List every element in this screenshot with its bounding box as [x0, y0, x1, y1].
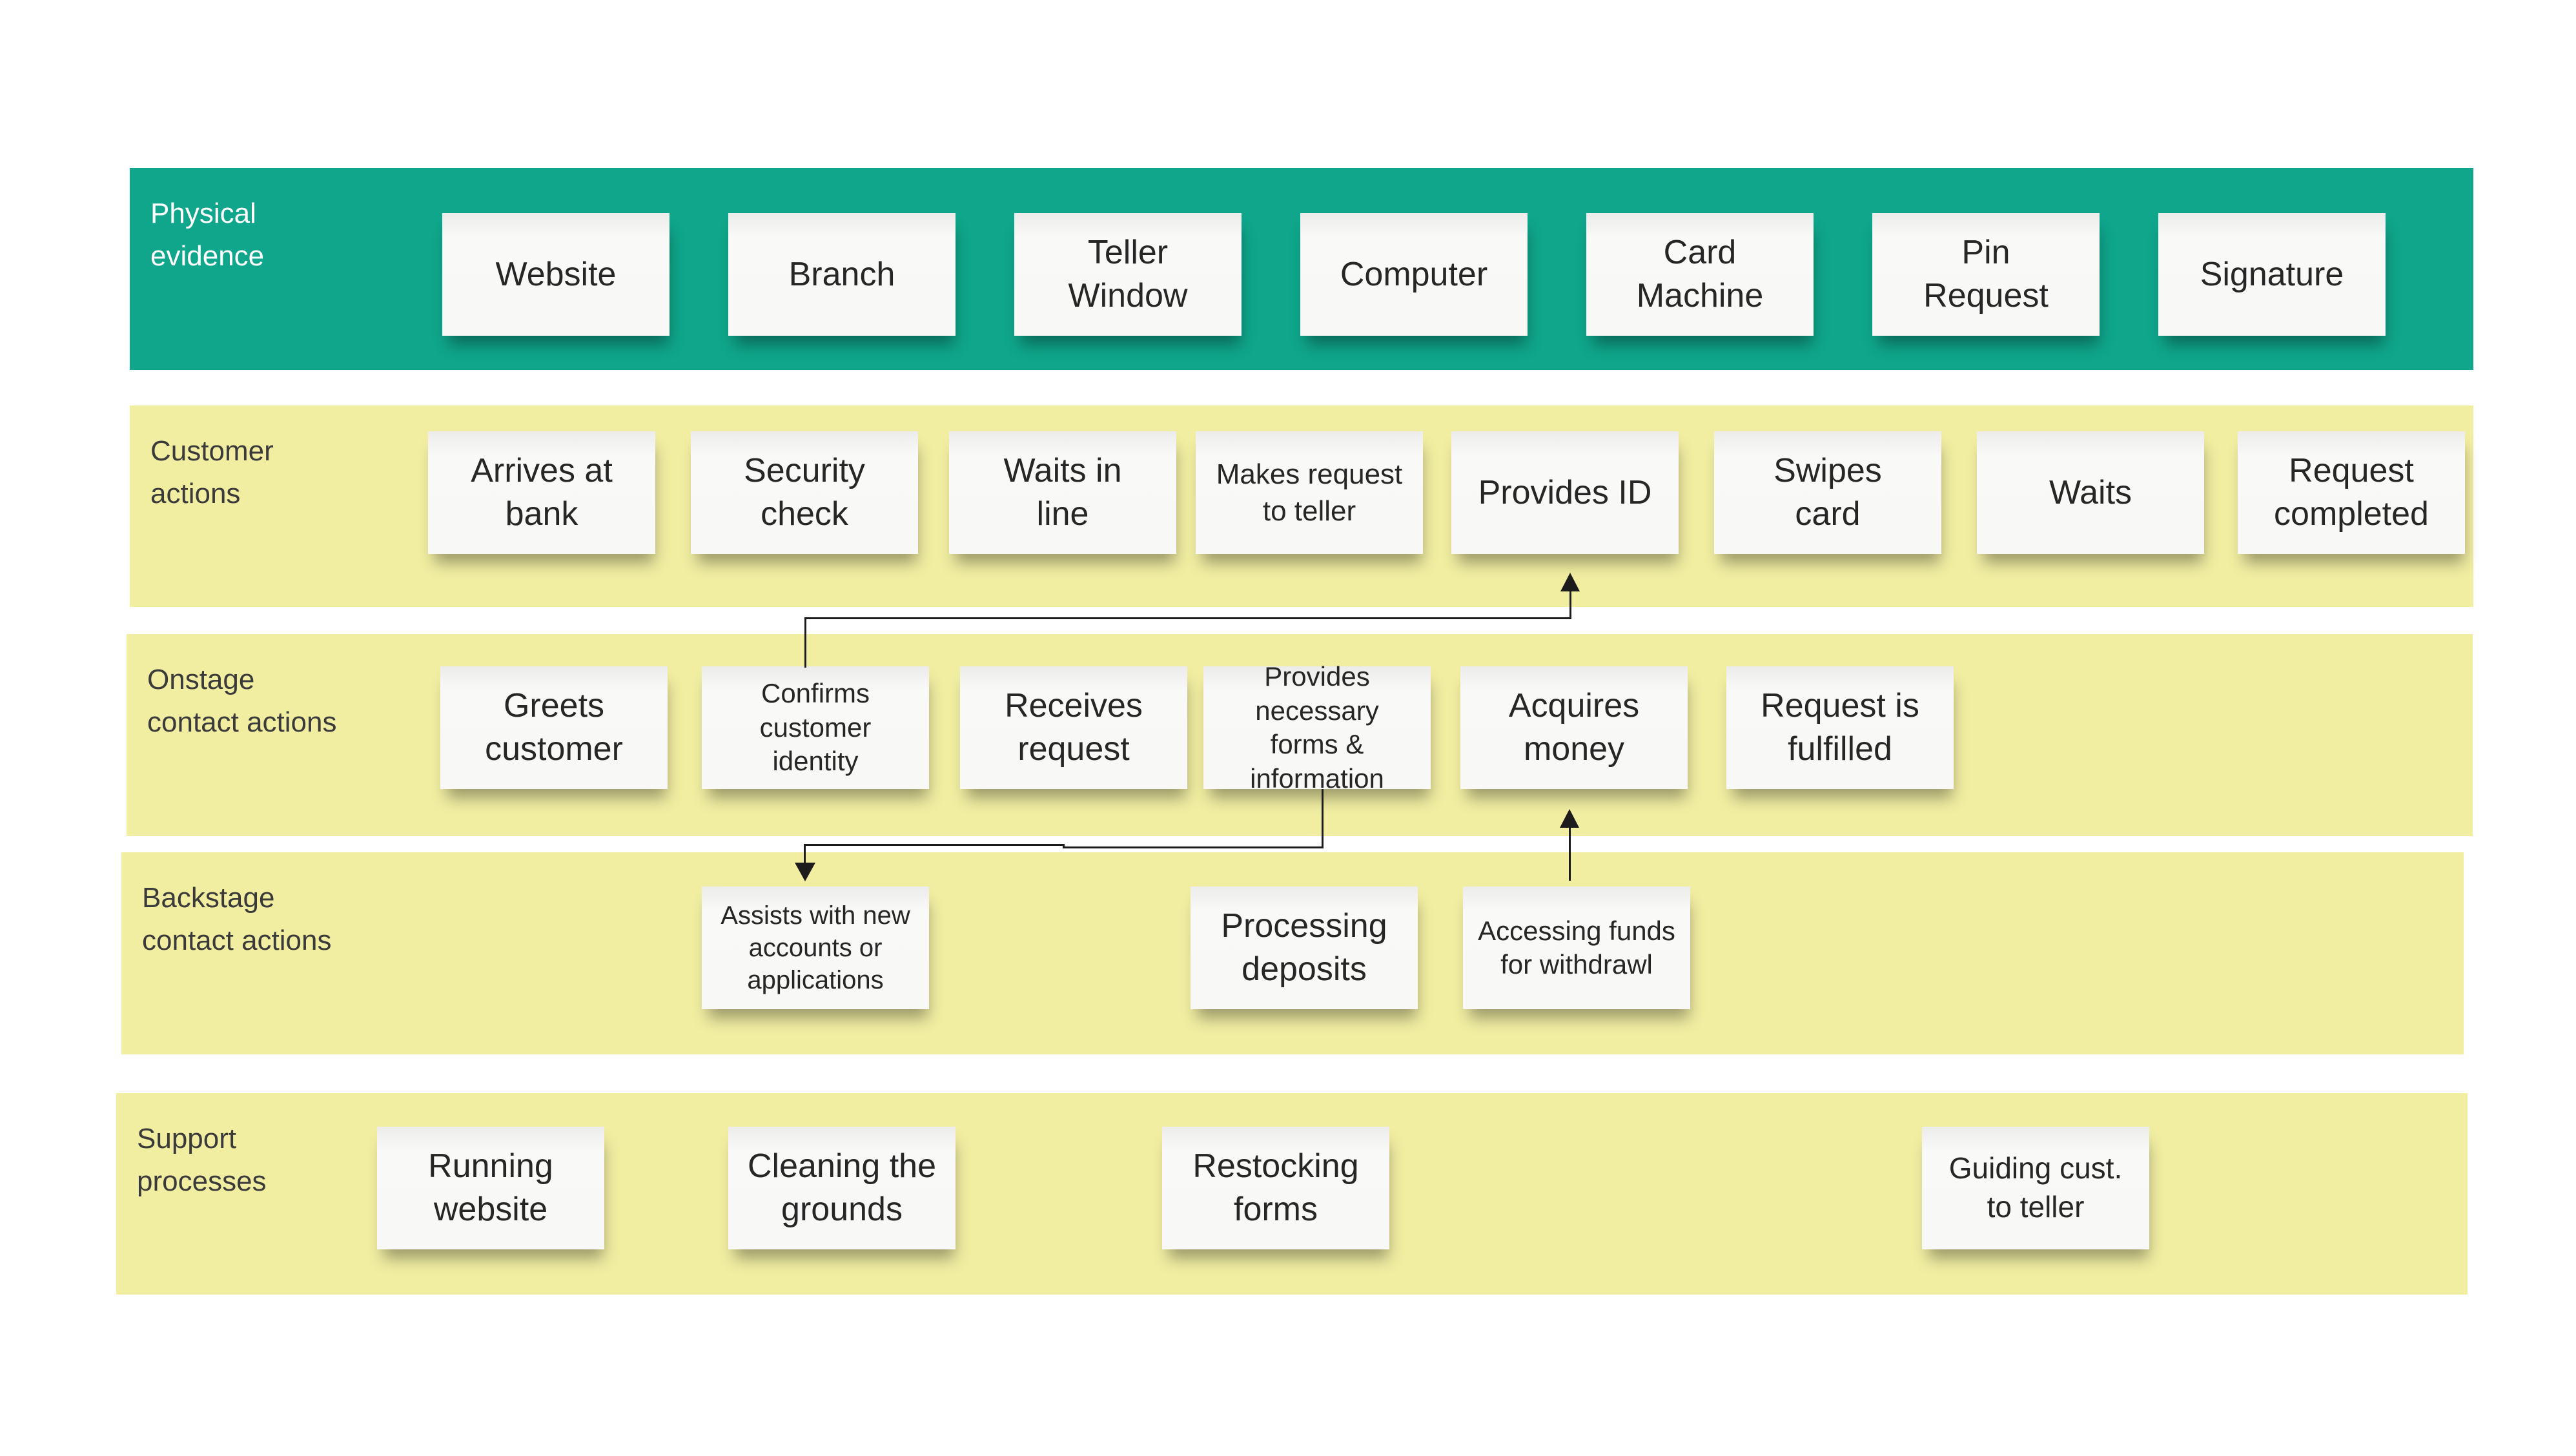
- sticky-note-waits-in-line[interactable]: Waits in line: [949, 431, 1176, 554]
- sticky-note-text: Waits: [2049, 473, 2132, 511]
- sticky-note-confirms-customer-identity[interactable]: Confirms customer identity: [702, 666, 929, 789]
- connector-segment: [1063, 844, 1065, 848]
- arrowhead-down-icon: [795, 863, 815, 881]
- connector-segment: [804, 617, 1571, 619]
- sticky-note-text: Provides necessary forms & information: [1250, 661, 1384, 794]
- sticky-note-signature[interactable]: Signature: [2158, 213, 2386, 336]
- sticky-note-request-completed[interactable]: Request completed: [2238, 431, 2465, 554]
- connector-segment: [1063, 846, 1324, 848]
- sticky-note-acquires-money[interactable]: Acquires money: [1460, 666, 1688, 789]
- sticky-note-text: Confirms customer identity: [759, 678, 872, 777]
- sticky-note-waits[interactable]: Waits: [1977, 431, 2204, 554]
- connector-segment: [804, 844, 806, 864]
- sticky-note-text: Restocking forms: [1192, 1147, 1359, 1228]
- sticky-note-guiding-cust-to-teller[interactable]: Guiding cust. to teller: [1922, 1127, 2149, 1249]
- sticky-note-text: Request completed: [2274, 452, 2429, 533]
- sticky-note-text: Teller Window: [1068, 234, 1188, 314]
- sticky-note-text: Computer: [1340, 255, 1488, 293]
- sticky-note-provides-id[interactable]: Provides ID: [1451, 431, 1679, 554]
- sticky-note-text: Card Machine: [1636, 234, 1764, 314]
- connector-segment: [1569, 590, 1571, 619]
- sticky-note-restocking-forms[interactable]: Restocking forms: [1162, 1127, 1389, 1249]
- lane-label: Onstage contact actions: [147, 664, 337, 738]
- sticky-note-receives-request[interactable]: Receives request: [960, 666, 1187, 789]
- sticky-note-text: Request is fulfilled: [1761, 687, 1919, 768]
- sticky-note-text: Accessing funds for withdrawl: [1478, 915, 1675, 980]
- sticky-note-text: Cleaning the grounds: [748, 1147, 936, 1228]
- sticky-note-text: Processing deposits: [1221, 907, 1387, 988]
- lane-label: Backstage contact actions: [142, 882, 332, 956]
- sticky-note-cleaning-the-grounds[interactable]: Cleaning the grounds: [728, 1127, 956, 1249]
- sticky-note-website[interactable]: Website: [442, 213, 670, 336]
- connector-segment: [1322, 789, 1324, 848]
- sticky-note-text: Makes request to teller: [1216, 458, 1403, 527]
- sticky-note-greets-customer[interactable]: Greets customer: [440, 666, 668, 789]
- sticky-note-teller-window[interactable]: Teller Window: [1014, 213, 1242, 336]
- sticky-note-computer[interactable]: Computer: [1300, 213, 1528, 336]
- arrowhead-up-icon: [1560, 573, 1580, 591]
- lane-label: Support processes: [137, 1123, 267, 1197]
- sticky-note-branch[interactable]: Branch: [728, 213, 956, 336]
- sticky-note-text: Acquires money: [1508, 687, 1640, 768]
- sticky-note-pin-request[interactable]: Pin Request: [1872, 213, 2100, 336]
- arrowhead-up-icon: [1560, 809, 1579, 828]
- sticky-note-makes-request-to-teller[interactable]: Makes request to teller: [1196, 431, 1423, 554]
- sticky-note-swipes-card[interactable]: Swipes card: [1714, 431, 1941, 554]
- sticky-note-assists-with-new-accounts[interactable]: Assists with new accounts or application…: [702, 887, 929, 1009]
- sticky-note-text: Greets customer: [485, 687, 623, 768]
- connector-segment: [804, 617, 806, 668]
- sticky-note-accessing-funds-for-withdrawl[interactable]: Accessing funds for withdrawl: [1463, 887, 1690, 1009]
- sticky-note-text: Branch: [788, 255, 895, 293]
- sticky-note-text: Provides ID: [1478, 473, 1652, 511]
- sticky-note-text: Arrives at bank: [471, 452, 613, 533]
- sticky-note-text: Guiding cust. to teller: [1948, 1151, 2123, 1224]
- sticky-note-request-is-fulfilled[interactable]: Request is fulfilled: [1726, 666, 1954, 789]
- sticky-note-text: Running website: [428, 1147, 553, 1228]
- sticky-note-provides-necessary-forms[interactable]: Provides necessary forms & information: [1203, 661, 1431, 794]
- sticky-note-text: Security check: [744, 452, 865, 533]
- sticky-note-text: Waits in line: [1003, 452, 1122, 533]
- sticky-note-text: Receives request: [1005, 687, 1143, 768]
- sticky-note-running-website[interactable]: Running website: [377, 1127, 604, 1249]
- sticky-note-arrives-at-bank[interactable]: Arrives at bank: [428, 431, 655, 554]
- sticky-note-text: Pin Request: [1923, 234, 2049, 314]
- sticky-note-security-check[interactable]: Security check: [691, 431, 918, 554]
- sticky-note-text: Signature: [2200, 255, 2344, 293]
- sticky-note-text: Assists with new accounts or application…: [721, 901, 910, 994]
- sticky-note-text: Swipes card: [1774, 452, 1882, 533]
- lane-label: Customer actions: [150, 435, 274, 509]
- connector-segment: [1569, 828, 1571, 881]
- sticky-note-processing-deposits[interactable]: Processing deposits: [1191, 887, 1418, 1009]
- sticky-note-text: Website: [495, 255, 617, 293]
- connector-segment: [804, 844, 1065, 846]
- sticky-note-card-machine[interactable]: Card Machine: [1586, 213, 1814, 336]
- lane-label: Physical evidence: [150, 198, 265, 272]
